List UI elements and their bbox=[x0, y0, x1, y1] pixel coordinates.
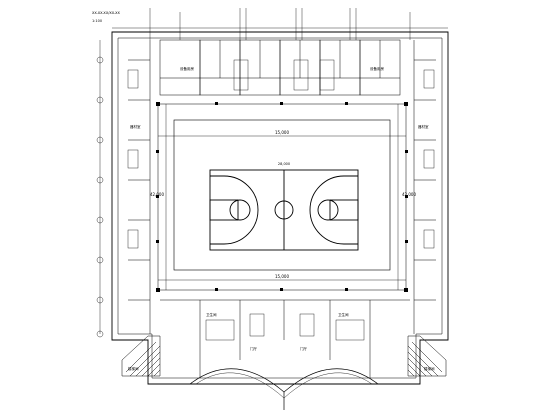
room-label: 器材室 bbox=[418, 124, 429, 129]
stair-bottom-left bbox=[121, 335, 161, 377]
top-rooms bbox=[159, 39, 401, 96]
court-right-free-throw-circle bbox=[317, 199, 339, 221]
axis-markers bbox=[96, 56, 104, 338]
header-note: XX-XX-XX/XX-XX bbox=[92, 11, 121, 15]
room-label: 门厅 bbox=[300, 346, 308, 351]
court-left-key bbox=[209, 199, 239, 221]
dimension-right: 42,000 bbox=[402, 192, 416, 197]
structural-columns bbox=[156, 102, 408, 292]
basketball-court bbox=[209, 169, 359, 251]
dimension-lines bbox=[99, 27, 448, 334]
left-rooms bbox=[127, 40, 151, 334]
room-label: 器材室 bbox=[130, 124, 141, 129]
outer-walls bbox=[111, 31, 449, 385]
stair-bottom-right bbox=[407, 335, 447, 377]
court-left-free-throw-circle bbox=[229, 199, 251, 221]
court-right-three-point bbox=[309, 175, 358, 245]
dimension-top: 15,000 bbox=[275, 130, 289, 135]
dimension-bottom: 15,000 bbox=[275, 274, 289, 279]
room-label: 设备用房 bbox=[370, 66, 384, 71]
room-label: 卫生间 bbox=[206, 312, 217, 317]
dimension-court-inner: 28,000 bbox=[278, 162, 290, 166]
right-rooms bbox=[413, 40, 436, 334]
top-fixtures bbox=[149, 8, 411, 40]
room-label: 设备用房 bbox=[180, 66, 194, 71]
room-label: 楼梯间 bbox=[128, 366, 139, 371]
room-label: 卫生间 bbox=[338, 312, 349, 317]
bottom-rooms bbox=[160, 299, 410, 378]
entrance-arcs bbox=[189, 368, 379, 410]
court-left-three-point bbox=[210, 175, 259, 245]
room-label: 门厅 bbox=[250, 346, 258, 351]
room-label: 楼梯间 bbox=[424, 366, 435, 371]
dimension-left: 42,000 bbox=[150, 192, 164, 197]
court-right-key bbox=[329, 199, 359, 221]
court-center-circle bbox=[274, 200, 294, 220]
sheet-label: 1:100 bbox=[92, 19, 102, 23]
